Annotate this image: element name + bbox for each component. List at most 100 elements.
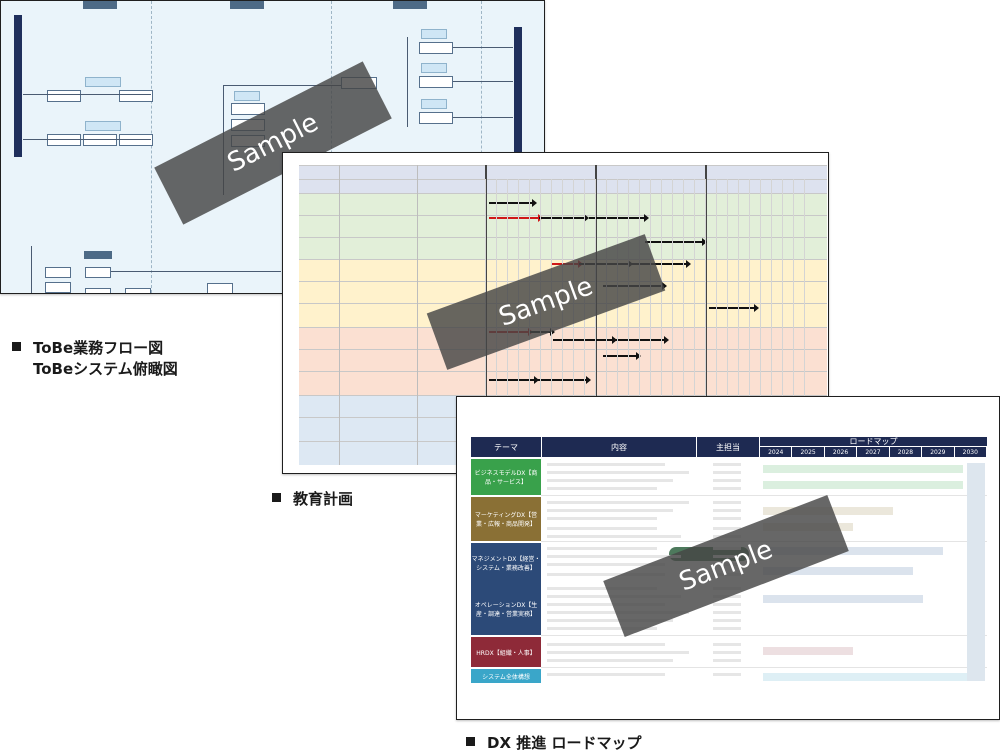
flow-connector: [407, 37, 408, 127]
roadmap-year: 2025: [792, 447, 824, 457]
edu-day-line: [639, 179, 640, 465]
flow-connector: [453, 81, 513, 82]
flow-group-header: [421, 63, 447, 73]
edu-row-line: [299, 395, 827, 396]
flow-group-header: [421, 99, 447, 109]
caption-flow-line2: ToBeシステム俯瞰図: [33, 360, 178, 378]
roadmap-owner-line: [713, 673, 741, 676]
edu-day-line: [705, 179, 706, 465]
flow-lane-divider: [481, 1, 482, 293]
roadmap-arrow: [763, 547, 943, 555]
edu-schedule-arrow: [603, 352, 641, 360]
edu-section-green: [299, 193, 827, 259]
roadmap-content-line: [547, 673, 665, 676]
roadmap-owner-line: [713, 479, 741, 482]
flow-connector: [111, 271, 281, 272]
edu-schedule-arrow: [553, 336, 617, 344]
edu-col-line: [417, 165, 418, 465]
flow-box: [125, 288, 151, 293]
flow-box: [45, 282, 71, 293]
edu-day-line: [804, 179, 805, 465]
roadmap-content-line: [547, 527, 657, 530]
flow-group-header: [85, 121, 121, 131]
flow-box: [231, 103, 265, 115]
edu-schedule-arrow: [615, 336, 669, 344]
roadmap-owner-line: [713, 463, 741, 466]
edu-schedule-arrow: [535, 376, 591, 384]
roadmap-owner-line: [713, 527, 741, 530]
flow-box: [85, 267, 111, 278]
flow-box: [85, 288, 111, 293]
edu-schedule-arrow: [709, 304, 759, 312]
roadmap-arrow: [763, 567, 913, 575]
roadmap-theme: マネジメントDX【経営・システム・業務改善】: [471, 543, 541, 583]
edu-day-line: [793, 179, 794, 465]
roadmap-header-title: ロードマップ: [760, 437, 987, 446]
flow-box: [419, 76, 453, 88]
edu-row-line: [299, 371, 827, 372]
flow-lane-label: [83, 1, 117, 9]
flow-connector: [223, 85, 341, 86]
edu-row-line: [299, 259, 827, 260]
edu-day-line: [683, 179, 684, 465]
flow-lane-divider: [151, 1, 152, 293]
edu-day-line: [617, 179, 618, 465]
roadmap-theme: ビジネスモデルDX【商品・サービス】: [471, 459, 541, 495]
flow-box: [119, 90, 153, 102]
roadmap-owner-line: [713, 501, 741, 504]
bullet-square-icon: [272, 493, 281, 502]
roadmap-owner-line: [713, 509, 741, 512]
flow-group-header: [421, 29, 447, 39]
flow-box: [47, 134, 81, 146]
roadmap-year: 2024: [760, 447, 792, 457]
edu-row-line: [299, 349, 827, 350]
caption-roadmap: DX 推進 ロードマップ: [466, 733, 641, 753]
roadmap-header-owner: 主担当: [697, 437, 759, 457]
edu-day-line: [650, 179, 651, 465]
roadmap-owner-line: [713, 627, 741, 630]
roadmap-content-line: [547, 619, 673, 622]
roadmap-content-line: [547, 479, 673, 482]
dx-roadmap-thumbnail: テーマ 内容 主担当 ロードマップ ビジネスモデルDX【商品・サービス】 マーケ…: [456, 396, 1000, 720]
flow-lane-label: [84, 251, 112, 259]
roadmap-arrow: [763, 673, 973, 681]
roadmap-owner-line: [713, 619, 741, 622]
flow-box: [45, 267, 71, 278]
edu-day-line: [694, 179, 695, 465]
roadmap-content-line: [547, 463, 665, 466]
roadmap-owner-line: [713, 611, 741, 614]
edu-section-orange: [299, 327, 827, 395]
roadmap-header-theme: テーマ: [471, 437, 541, 457]
roadmap-header-content: 内容: [542, 437, 696, 457]
flow-box: [83, 134, 117, 146]
flow-left-bar: [14, 15, 22, 157]
edu-schedule-arrow: [489, 199, 537, 207]
roadmap-content-line: [547, 487, 657, 490]
flow-connector: [453, 117, 513, 118]
flow-lane-label: [393, 1, 427, 9]
flow-lane-label: [230, 1, 264, 9]
roadmap-content-line: [547, 643, 665, 646]
roadmap-arrow: [763, 481, 963, 489]
roadmap-year: 2030: [954, 447, 986, 457]
edu-schedule-arrow: [645, 238, 707, 246]
roadmap-content-line: [547, 535, 681, 538]
edu-day-line: [661, 179, 662, 465]
roadmap-owner-line: [713, 487, 741, 490]
roadmap-owner-line: [713, 643, 741, 646]
edu-row-line: [299, 237, 827, 238]
flow-group-header: [85, 77, 121, 87]
flow-box: [207, 283, 233, 293]
flow-box: [119, 134, 153, 146]
roadmap-content-line: [547, 471, 689, 474]
flow-connector: [23, 94, 151, 95]
roadmap-side-banner: [967, 463, 985, 681]
roadmap-arrow: [763, 647, 853, 655]
edu-day-line: [584, 179, 585, 465]
edu-row-line: [299, 179, 827, 180]
roadmap-owner-line: [713, 517, 741, 520]
tobe-flow-thumbnail: [0, 0, 545, 294]
roadmap-content-line: [547, 659, 673, 662]
roadmap-theme: マーケティングDX【営業・広報・商品開発】: [471, 497, 541, 541]
edu-day-line: [760, 179, 761, 465]
